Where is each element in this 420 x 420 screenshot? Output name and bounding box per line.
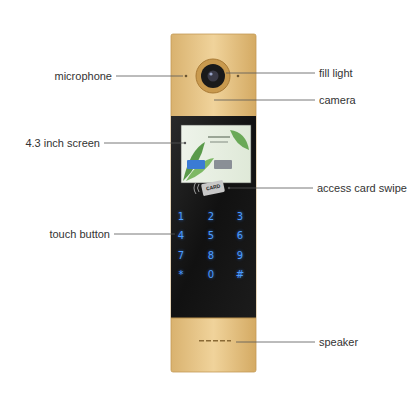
screen — [181, 125, 251, 183]
screen-text-bar — [208, 136, 230, 138]
key-digit: 6 — [237, 230, 243, 242]
part-label: camera — [319, 94, 356, 107]
part-label: access card swipe — [317, 182, 407, 195]
screen-widget — [187, 160, 205, 169]
part-label: fill light — [319, 67, 353, 80]
screen-leaf — [230, 130, 249, 150]
screen-leaf — [186, 158, 214, 181]
leader-dot — [184, 142, 186, 144]
part-label: 4.3 inch screen — [25, 137, 100, 150]
key-digit: 7 — [178, 250, 184, 262]
part-label: touch button — [49, 228, 110, 241]
screen-widget — [214, 160, 232, 169]
leader-dot — [228, 187, 230, 189]
key-digit: 4 — [178, 230, 184, 242]
card-icon — [201, 180, 225, 196]
camera-ring — [196, 59, 230, 93]
camera-lens — [208, 71, 219, 82]
part-label: speaker — [319, 336, 358, 349]
key-digit: # — [236, 269, 244, 281]
key-digit: 1 — [178, 211, 184, 223]
lens-glint — [209, 72, 212, 75]
camera-body — [201, 64, 225, 88]
speaker-grille — [199, 340, 231, 342]
key-digit: 0 — [208, 269, 214, 281]
key-digit: 5 — [208, 230, 214, 242]
part-label: microphone — [55, 70, 112, 83]
screen-text-bar — [210, 141, 228, 143]
light-dot — [237, 75, 240, 78]
key-digit: 3 — [237, 211, 243, 223]
black-face — [171, 116, 256, 318]
key-digit: * — [179, 269, 184, 281]
key-digit: 9 — [237, 250, 243, 262]
seam — [171, 318, 256, 319]
mic-hole — [185, 75, 188, 78]
key-digit: 8 — [208, 250, 214, 262]
leader-lines — [104, 73, 315, 342]
key-digit: 2 — [208, 211, 214, 223]
panel-housing — [171, 34, 256, 372]
rfid-waves — [194, 182, 199, 194]
